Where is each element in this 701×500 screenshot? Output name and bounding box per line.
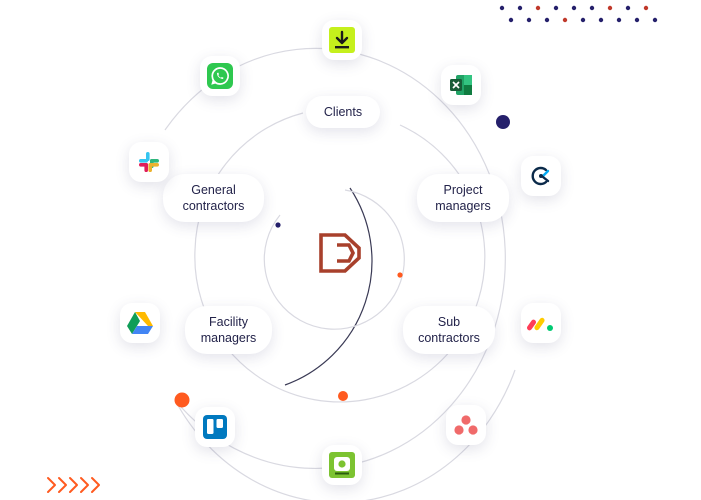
app-monday	[521, 303, 561, 343]
chevrons-decoration	[47, 477, 100, 493]
ring-dot-navy-large	[496, 115, 510, 129]
role-clients: Clients	[306, 96, 380, 128]
trello-icon	[203, 415, 227, 439]
role-project-managers: Project managers	[417, 174, 509, 222]
ring-dot-orange-mid	[338, 391, 348, 401]
evernote-icon	[329, 452, 355, 478]
app-clockify	[521, 156, 561, 196]
download-icon	[329, 27, 355, 53]
role-sub-contractors: Sub contractors	[403, 306, 495, 354]
asana-icon	[454, 415, 478, 435]
app-trello	[195, 407, 235, 447]
whatsapp-icon	[207, 63, 233, 89]
app-download	[322, 20, 362, 60]
role-facility-managers: Facility managers	[185, 306, 272, 354]
app-google-drive	[120, 303, 160, 343]
app-excel	[441, 65, 481, 105]
app-slack	[129, 142, 169, 182]
app-whatsapp	[200, 56, 240, 96]
brand-logo-icon	[319, 233, 361, 273]
role-general-contractors: General contractors	[163, 174, 264, 222]
dot-grid-decoration	[499, 5, 658, 23]
google-drive-icon	[127, 312, 153, 334]
app-asana	[446, 405, 486, 445]
ring-dot-navy-small	[275, 222, 281, 228]
slack-icon	[139, 152, 159, 172]
inner-dark-arc	[284, 187, 373, 386]
app-evernote	[322, 445, 362, 485]
inner-ring	[263, 189, 405, 330]
ring-dot-orange-large	[174, 392, 190, 408]
ring-dot-orange-small	[397, 272, 403, 278]
monday-icon	[527, 317, 553, 331]
outer-ring	[164, 47, 506, 469]
middle-ring-left	[194, 112, 304, 251]
excel-icon	[450, 75, 472, 95]
clockify-icon	[531, 166, 550, 186]
